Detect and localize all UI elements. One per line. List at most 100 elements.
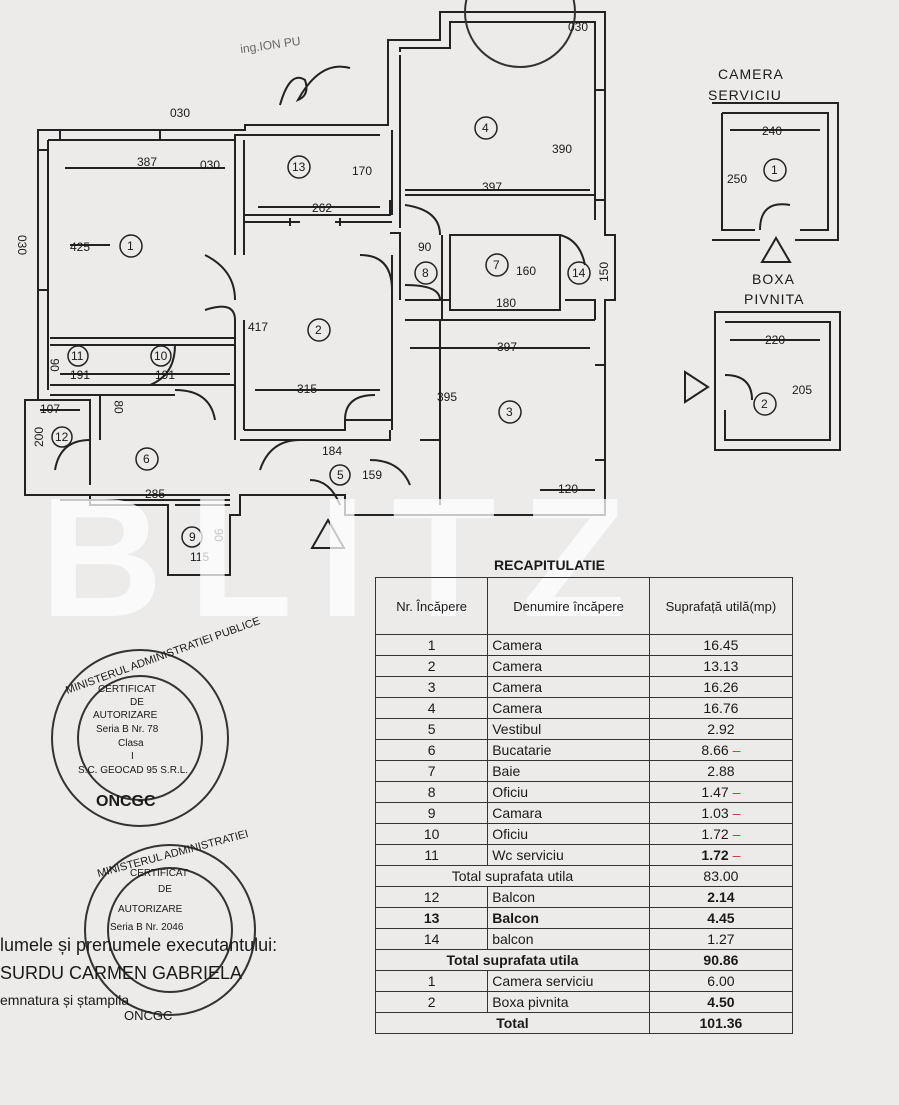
service-room-label: SERVICIU xyxy=(708,87,782,103)
dimension-label: 030 xyxy=(200,158,221,172)
cell-area: 1.72– xyxy=(648,844,794,866)
cell-nr: 12 xyxy=(374,886,489,908)
stamp-text: Seria B Nr. 78 xyxy=(96,724,159,735)
dimension-label: 425 xyxy=(70,240,91,254)
cell-nr: 2 xyxy=(374,991,489,1013)
dimension-label: 170 xyxy=(352,164,373,178)
dimension-label: 240 xyxy=(762,124,783,138)
stamp-text: Seria B Nr. 2046 xyxy=(110,922,184,933)
area-value: 1.47 xyxy=(701,783,729,800)
room-number: 4 xyxy=(482,121,489,135)
room-number: 5 xyxy=(337,468,344,482)
stamp-text: AUTORIZARE xyxy=(93,710,158,721)
signature-label: emnatura și ștampila xyxy=(0,992,130,1008)
stamp-text: ONCGC xyxy=(124,1008,173,1023)
stamp-text: ONCGC xyxy=(96,793,156,810)
dimension-label: 315 xyxy=(297,382,318,396)
cell-area: 16.26 xyxy=(648,676,794,698)
total-value: 83.00 xyxy=(648,865,794,887)
cell-area: 1.03– xyxy=(648,802,794,824)
dimension-label: 191 xyxy=(70,368,91,382)
dimension-label: 397 xyxy=(497,340,518,354)
executant-label: lumele și prenumele executantului: xyxy=(0,935,278,955)
dimension-label: 205 xyxy=(792,383,813,397)
room-number: 12 xyxy=(55,430,69,444)
dimension-label: 285 xyxy=(145,487,166,501)
cell-name: Baie xyxy=(487,760,650,782)
total-label: Total suprafata utila xyxy=(375,865,650,887)
total-value: 101.36 xyxy=(648,1012,794,1034)
cell-nr: 8 xyxy=(374,781,489,803)
table-header-row: Nr. Încăpere Denumire încăpere Suprafață… xyxy=(374,577,794,635)
total-value: 90.86 xyxy=(648,949,794,971)
room-number: 8 xyxy=(422,266,429,280)
dimension-label: 80 xyxy=(111,400,126,414)
cell-nr: 1 xyxy=(374,970,489,992)
dimension-label: 90 xyxy=(418,240,432,254)
cell-name: Camera xyxy=(487,676,650,698)
stamp-text: CERTIFICAT xyxy=(130,868,188,879)
area-value: 1.72 xyxy=(701,846,729,863)
red-mark: – xyxy=(732,825,741,842)
dimension-label: 180 xyxy=(496,296,517,310)
cell-name: Boxa pivnita xyxy=(487,991,650,1013)
dimension-label: 120 xyxy=(558,482,579,496)
dimension-label: 200 xyxy=(32,426,47,448)
cell-nr: 3 xyxy=(374,676,489,698)
cell-area: 1.27 xyxy=(648,928,794,950)
room-number: 7 xyxy=(493,258,500,272)
stamp-text: AUTORIZARE xyxy=(118,904,183,915)
stamp-text: S.C. GEOCAD 95 S.R.L. xyxy=(78,765,189,776)
total-label: Total suprafata utila xyxy=(375,949,650,971)
stamp-text: Clasa xyxy=(118,738,144,749)
dimension-label: 030 xyxy=(15,234,30,256)
cell-nr: 10 xyxy=(374,823,489,845)
dimension-label: 417 xyxy=(248,320,269,334)
top-dimension: 030 xyxy=(568,20,589,34)
dimension-label: 220 xyxy=(765,333,786,347)
cell-nr: 6 xyxy=(374,739,489,761)
red-mark: – xyxy=(732,846,741,863)
red-mark: – xyxy=(732,741,741,758)
cell-nr: 9 xyxy=(374,802,489,824)
area-value: 1.03 xyxy=(701,804,729,821)
recap-title: RECAPITULATIE xyxy=(494,557,605,573)
cell-area: 6.00 xyxy=(648,970,794,992)
cell-name: Balcon xyxy=(487,907,650,929)
cell-nr: 7 xyxy=(374,760,489,782)
cell-name: Bucatarie xyxy=(487,739,650,761)
cell-nr: 13 xyxy=(374,907,489,929)
cell-area: 1.72– xyxy=(648,823,794,845)
dimension-label: 387 xyxy=(137,155,158,169)
room-number: 14 xyxy=(572,266,586,280)
stamp-text: DE xyxy=(158,884,172,895)
cell-nr: 2 xyxy=(374,655,489,677)
room-number: 2 xyxy=(761,397,768,411)
cell-area: 13.13 xyxy=(648,655,794,677)
cell-nr: 4 xyxy=(374,697,489,719)
dimension-label: 390 xyxy=(552,142,573,156)
room-number: 6 xyxy=(143,452,150,466)
column-header: Nr. Încăpere xyxy=(374,577,489,635)
room-number: 1 xyxy=(127,239,134,253)
cell-name: Camera xyxy=(487,634,650,656)
cell-name: Wc serviciu xyxy=(487,844,650,866)
cell-name: Oficiu xyxy=(487,781,650,803)
cell-name: balcon xyxy=(487,928,650,950)
cell-area: 2.92 xyxy=(648,718,794,740)
dimension-label: 250 xyxy=(727,172,748,186)
cell-name: Oficiu xyxy=(487,823,650,845)
